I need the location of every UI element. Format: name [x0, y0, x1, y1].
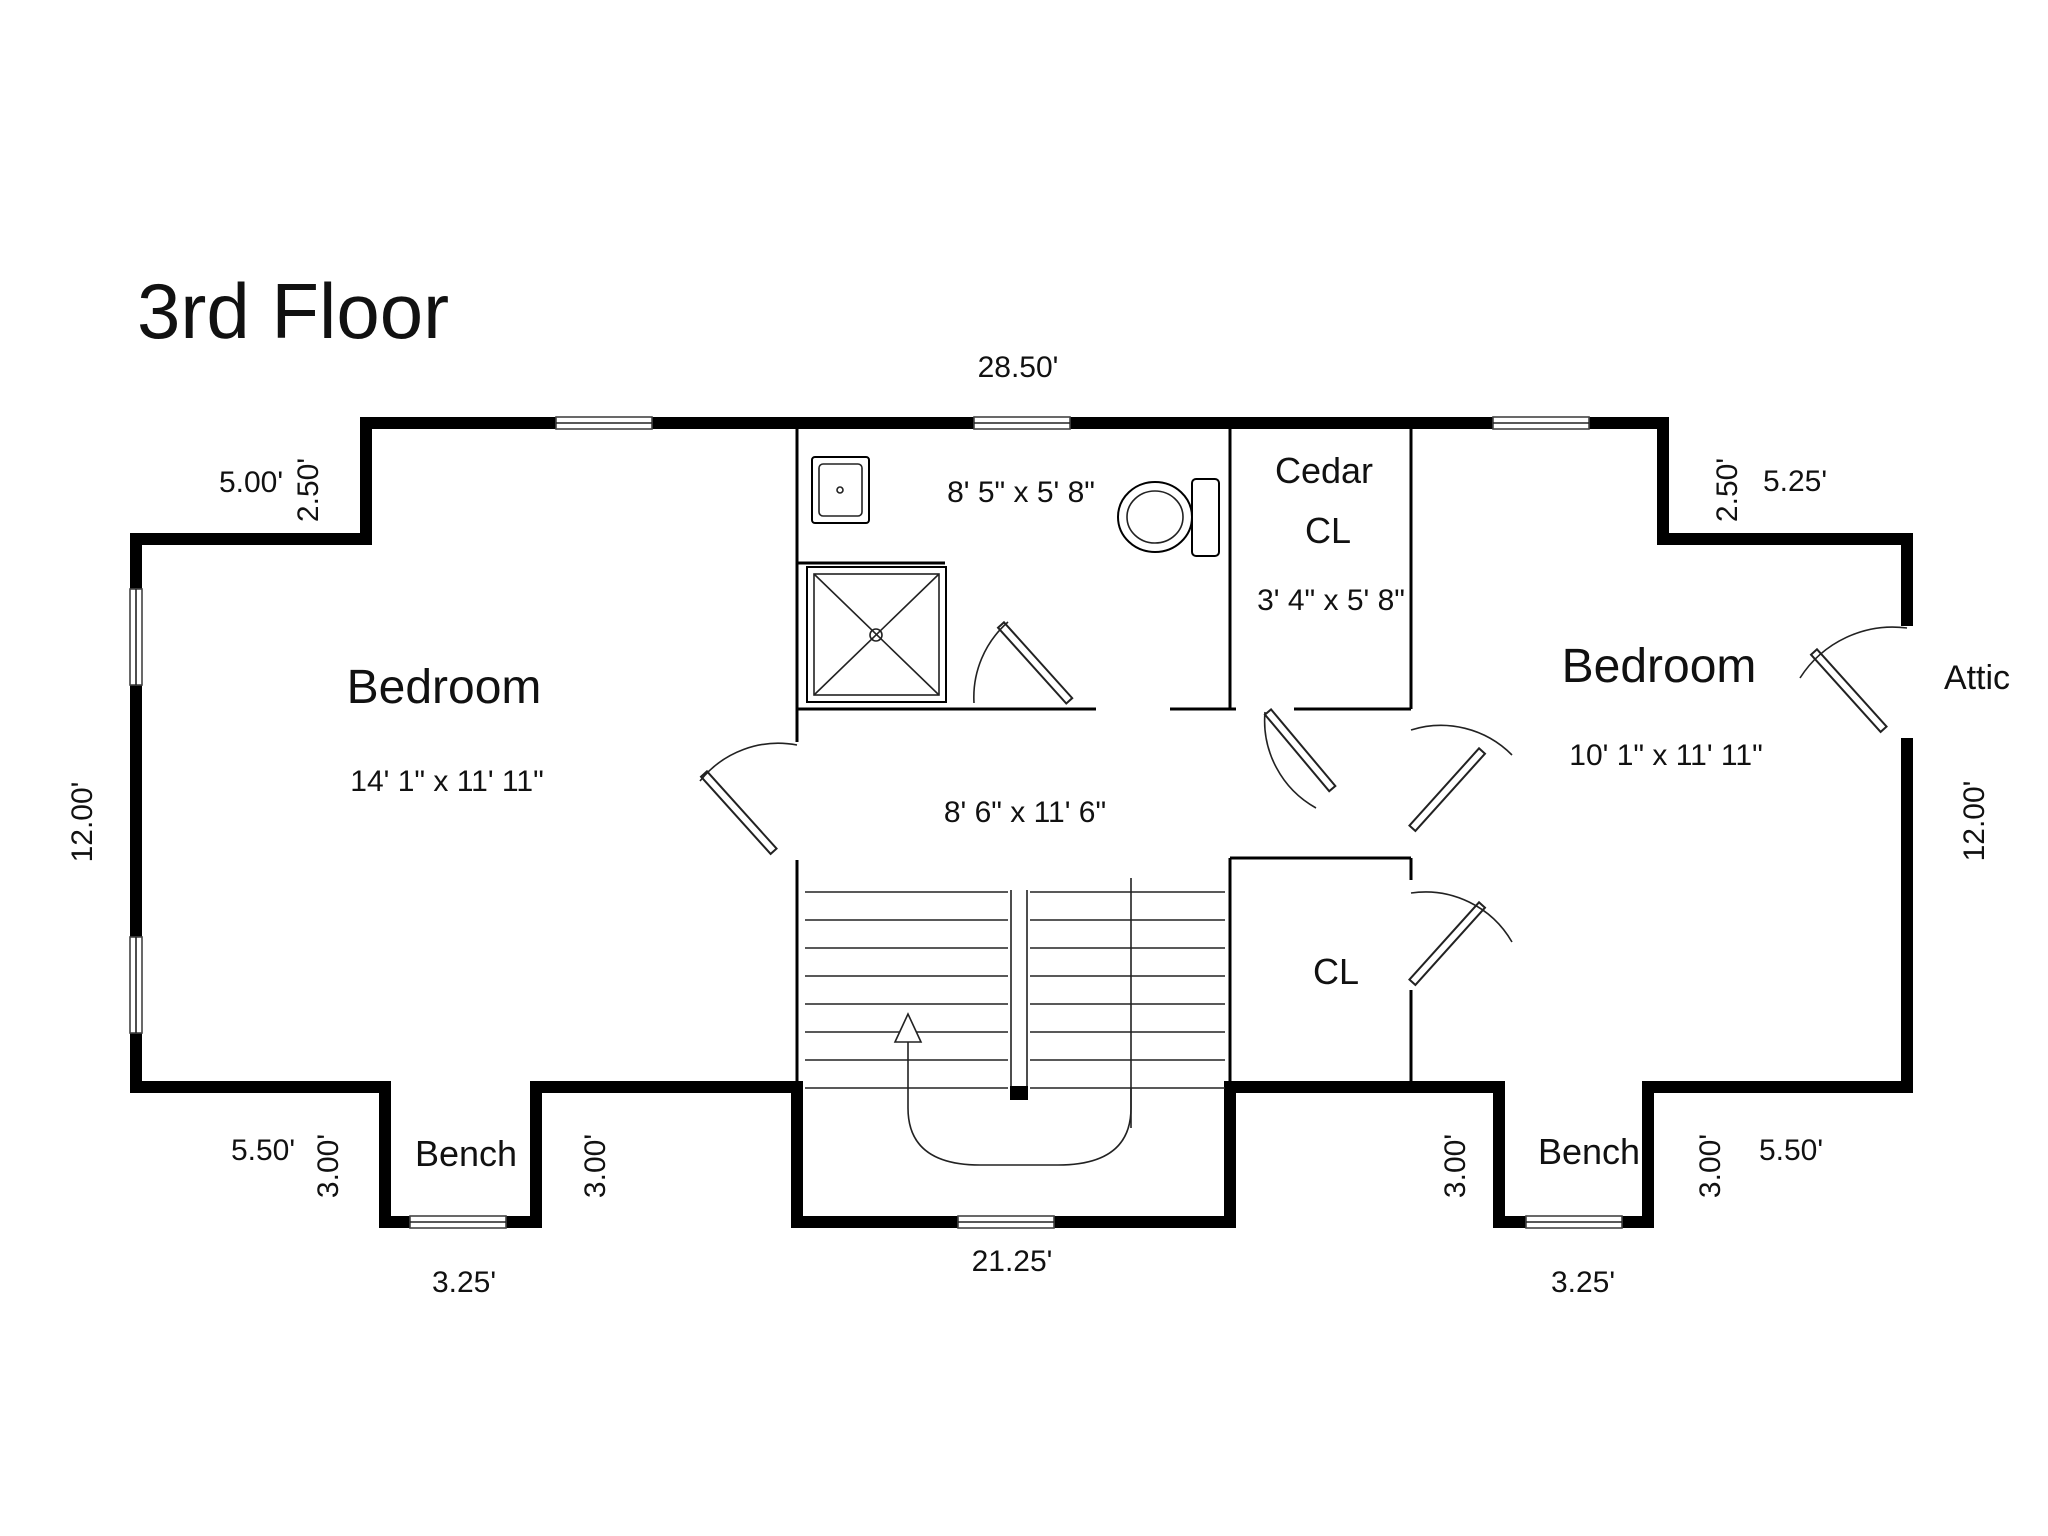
closet-name: CL — [1313, 951, 1359, 992]
dim-left-bench-depth-inner: 3.00' — [579, 1134, 612, 1198]
cedar-closet-size: 3' 4" x 5' 8" — [1257, 584, 1405, 617]
door — [1263, 708, 1337, 793]
dim-right-bench-width: 3.25' — [1551, 1266, 1615, 1299]
dim-top-width: 28.50' — [978, 351, 1059, 384]
cedar-closet-name-line2: CL — [1305, 510, 1351, 551]
dim-right-bench-depth-inner: 3.00' — [1439, 1134, 1472, 1198]
toilet-icon — [1117, 478, 1220, 557]
dim-left-bench-depth: 3.00' — [312, 1134, 345, 1198]
staircase — [805, 878, 1225, 1166]
doors — [699, 620, 1913, 990]
floor-title: 3rd Floor — [137, 267, 449, 355]
dim-left-height: 12.00' — [66, 782, 99, 863]
dim-left-bottom-offset: 5.50' — [231, 1134, 295, 1167]
bench-right-name: Bench — [1538, 1131, 1640, 1172]
door — [1809, 647, 1888, 734]
dimension-labels: 28.50' 21.25' 5.00' 2.50' 2.50' 5.25' 12… — [66, 351, 1991, 1299]
door — [699, 769, 778, 856]
dim-right-top-step: 2.50' — [1711, 458, 1744, 522]
sink-icon — [811, 456, 870, 524]
dim-bottom-width: 21.25' — [972, 1245, 1053, 1278]
bathroom-fixtures — [806, 456, 1220, 703]
dim-left-top-step: 2.50' — [292, 458, 325, 522]
shower-icon — [806, 566, 947, 703]
bath-size: 8' 5" x 5' 8" — [947, 476, 1095, 509]
dim-left-bench-width: 3.25' — [432, 1266, 496, 1299]
dim-right-height: 12.00' — [1958, 781, 1991, 862]
dim-left-top-offset: 5.00' — [219, 466, 283, 499]
room-labels: Bedroom 14' 1" x 11' 11" 8' 5" x 5' 8" C… — [347, 450, 2010, 1174]
door — [1408, 746, 1487, 833]
dim-right-bottom-offset: 5.50' — [1759, 1134, 1823, 1167]
bedroom-right-size: 10' 1" x 11' 11" — [1569, 739, 1762, 772]
dim-right-top-offset: 5.25' — [1763, 465, 1827, 498]
bedroom-left-size: 14' 1" x 11' 11" — [350, 765, 543, 798]
door — [996, 620, 1074, 705]
dim-right-bench-depth: 3.00' — [1694, 1134, 1727, 1198]
bench-left-name: Bench — [415, 1133, 517, 1174]
cedar-closet-name-line1: Cedar — [1275, 450, 1373, 491]
door — [1408, 900, 1487, 987]
bedroom-left-name: Bedroom — [347, 661, 542, 714]
arrow-up-icon — [893, 1012, 923, 1043]
bedroom-right-name: Bedroom — [1562, 640, 1757, 693]
hall-size: 8' 6" x 11' 6" — [944, 796, 1106, 829]
stair-direction-arrow — [907, 1042, 1132, 1166]
attic-name: Attic — [1944, 659, 2010, 697]
windows — [129, 416, 1623, 1229]
